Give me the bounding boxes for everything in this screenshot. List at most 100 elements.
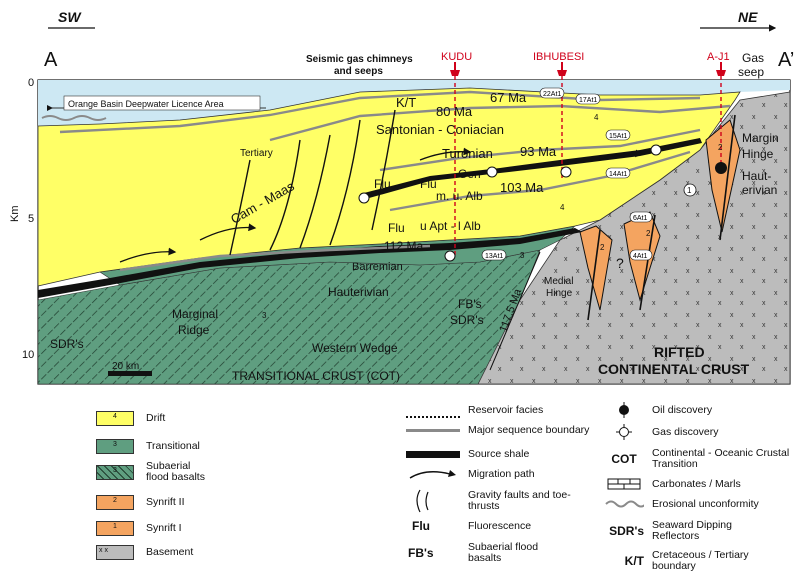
legend-label-synrift-2: Synrift II: [146, 496, 185, 508]
sequence-boundary-80ma: [269, 104, 731, 142]
source-shale-upper: [360, 138, 702, 200]
label-transitional-crust: TRANSITIONAL CRUST (COT): [232, 369, 400, 383]
label-hauterivian: Hauterivian: [328, 285, 389, 299]
depth-axis-label: Km: [9, 206, 21, 223]
depth-tick-10: 10: [22, 349, 34, 361]
label-margin-hinge-1: Margin: [742, 131, 779, 145]
label-67ma: 67 Ma: [490, 90, 527, 105]
legend-label-flood-basalts: Subaerial flood basalts: [146, 460, 205, 483]
sequence-boundary-112ma: [119, 244, 431, 272]
legend-item-sdrs: SDR's Seaward Dipping Reflectors: [604, 518, 762, 544]
gas-discovery-markers: [358, 144, 662, 262]
legend-item-synrift-2: 2 Synrift II: [96, 494, 185, 510]
wavy-line-icon: [604, 496, 647, 512]
scale-bar-label: 20 km: [112, 361, 139, 372]
unit-num-4b: 4: [560, 203, 565, 212]
gravity-fault-4: [371, 109, 396, 231]
legend-item-transitional: 3 Transitional: [96, 438, 200, 454]
well-label-kudu: KUDU: [441, 51, 472, 63]
tag-15at1: 15At1: [609, 133, 627, 140]
dots-icon: [406, 415, 460, 419]
label-112ma: 112 Ma: [384, 239, 423, 253]
label-flu-2: Flu: [420, 177, 437, 191]
label-u-apt: u Apt - l Alb: [420, 219, 481, 233]
label-medial-hinge-2: Hinge: [546, 288, 573, 299]
legend-label-sdrs: Seaward Dipping Reflectors: [652, 519, 732, 542]
gas-seep-label-2: seep: [738, 65, 764, 79]
tag-14at1: 14At1: [609, 171, 627, 178]
unit-num-2c: 2: [718, 143, 723, 152]
legend-label-unconformity: Erosional unconformity: [652, 498, 759, 510]
chimneys-label-1: Seismic gas chimneys: [306, 54, 413, 65]
tag-4at1: 4At1: [633, 253, 648, 260]
section-end-a: A: [44, 49, 58, 71]
legend-item-synrift-1: 1 Synrift I: [96, 520, 182, 536]
legend-item-cot: COT Continental - Oceanic Crustal Transi…: [604, 446, 792, 472]
rift-fault-3: [719, 114, 736, 241]
label-turonian: Turonian: [442, 146, 493, 161]
legend-item-sequence-boundary: Major sequence boundary: [406, 422, 589, 438]
unit-num-2b: 2: [646, 229, 651, 238]
legend-abbr-kt: K/T: [624, 554, 644, 568]
label-marginal-ridge-2: Ridge: [178, 323, 210, 337]
depth-tick-5: 5: [28, 213, 34, 225]
well-aj1: A-J1: [707, 51, 730, 168]
arrow-icon: [406, 466, 460, 482]
legend-label-gas: Gas discovery: [652, 426, 719, 438]
unit-num-2a: 2: [600, 243, 605, 252]
gas-discovery-icon: [604, 424, 644, 440]
gravity-fault-3: [329, 119, 361, 246]
label-marginal-ridge-1: Marginal: [172, 307, 218, 321]
well-label-aj1: A-J1: [707, 51, 730, 63]
synrift-wedge-1: [579, 225, 613, 311]
tag-6at1: 6At1: [633, 215, 648, 222]
legend-swatch-transitional: 3: [96, 438, 134, 454]
legend-item-kt: K/T Cretaceous / Tertiary boundary: [604, 548, 772, 574]
legend-item-migration: Migration path: [406, 466, 535, 482]
label-medial-hinge-1: Medial: [544, 276, 573, 287]
legend-label-fbs: Subaerial flood basalts: [468, 541, 539, 564]
legend-item-source-shale: Source shale: [406, 446, 529, 462]
legend-item-gas: Gas discovery: [604, 424, 719, 440]
label-rifted-1: RIFTED: [654, 344, 705, 360]
well-tags: 22At1 17At1 15At1 14At1 13At1 6At1 4At1: [481, 87, 653, 261]
label-tertiary: Tertiary: [240, 148, 273, 159]
label-sdrs-left: SDR's: [50, 337, 84, 351]
sequence-boundary-103ma: [389, 150, 691, 212]
label-santonian: Santonian - Coniacian: [376, 122, 504, 137]
well-kudu: KUDU: [441, 51, 472, 256]
depth-tick-0: 0: [28, 77, 34, 89]
legend-item-drift: 4 Drift: [96, 410, 165, 426]
gas-seep-label-1: Gas: [742, 51, 764, 65]
sequence-boundary-93ma: [379, 128, 701, 172]
legend-label-drift: Drift: [146, 412, 166, 424]
legend-label-fluorescence: Fluorescence: [468, 520, 532, 532]
cross-section-diagram: x x SW NE A A’ Km 0 5 10: [9, 9, 794, 385]
label-sdrs-mid: SDR's: [450, 313, 484, 327]
legend-swatch-synrift-1: 1: [96, 520, 134, 536]
legend-label-synrift-1: Synrift I: [146, 522, 182, 534]
legend-swatch-flood-basalts: 3: [96, 464, 134, 480]
legend-label-transitional: Transitional: [146, 440, 200, 452]
label-western-wedge: Western Wedge: [312, 341, 398, 355]
well-label-ibhubesi: IBHUBESI: [533, 51, 584, 63]
cot-boundary: [489, 251, 541, 371]
label-hauterivian-r-2: erivian: [742, 183, 777, 197]
tag-17at1: 17At1: [579, 97, 597, 104]
legend-label-migration: Migration path: [468, 468, 535, 480]
label-kt: K/T: [396, 95, 416, 110]
compass-sw: SW: [58, 9, 82, 25]
label-margin-hinge-2: Hinge: [742, 147, 774, 161]
legend-swatch-synrift-2: 2: [96, 494, 134, 510]
legend-item-unconformity: Erosional unconformity: [604, 496, 759, 512]
scale-bar: [108, 371, 152, 376]
label-fbs: FB's: [458, 297, 482, 311]
legend-item-basement: x x Basement: [96, 544, 193, 560]
faults-icon: [406, 488, 460, 514]
unit-num-3b: 3: [262, 311, 267, 320]
label-93ma: 93 Ma: [520, 144, 557, 159]
label-103ma: 103 Ma: [500, 180, 544, 195]
rift-fault-2: [639, 214, 656, 311]
legend-label-basement: Basement: [146, 546, 194, 558]
migration-path-2: [199, 223, 257, 241]
